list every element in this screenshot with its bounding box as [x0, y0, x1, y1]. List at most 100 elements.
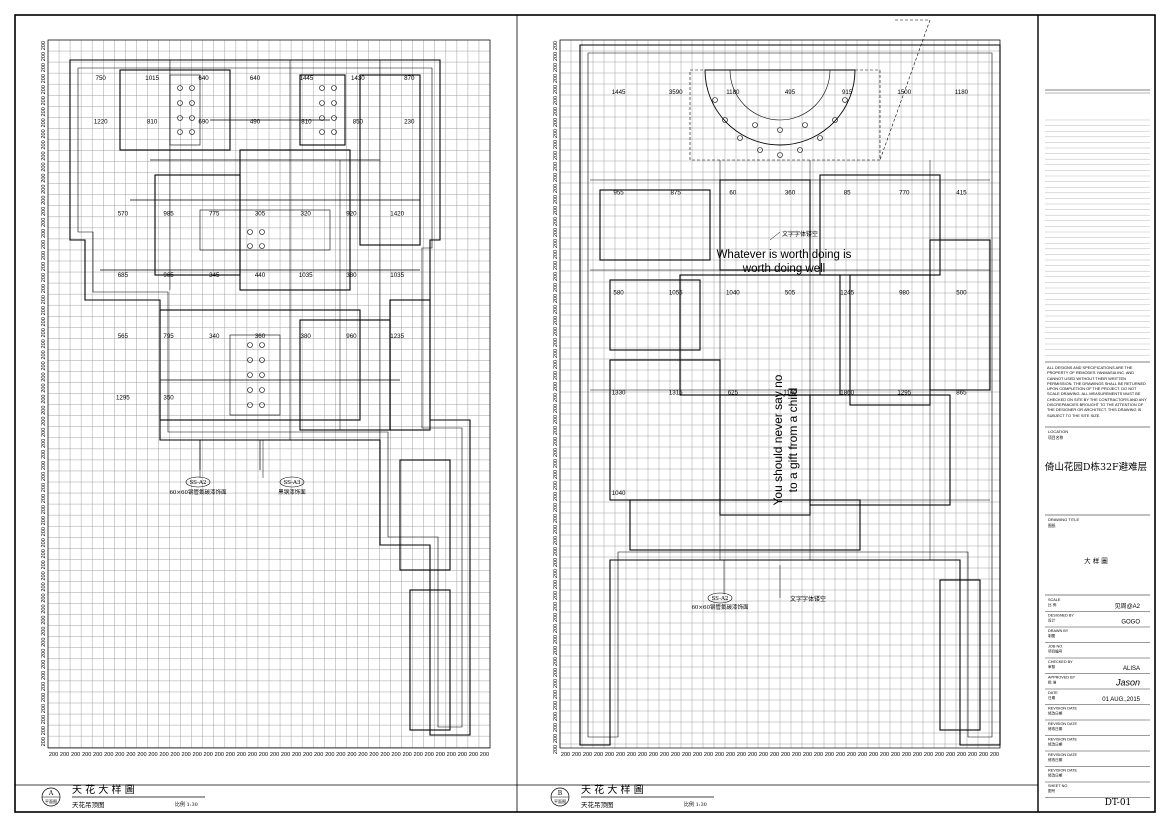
- grid-label: 200: [553, 173, 559, 182]
- callout-tag: SS-A3: [284, 480, 301, 486]
- dimension-label: 1220: [94, 118, 108, 125]
- grid-label: 200: [553, 657, 559, 666]
- title-block-row-value: GOGO: [1121, 620, 1140, 626]
- grid-label: 200: [616, 752, 625, 758]
- grid-label: 200: [553, 371, 559, 380]
- dimension-label: 350: [163, 394, 174, 401]
- grid-label: 200: [553, 184, 559, 193]
- location-label: LOCATION: [1048, 429, 1068, 434]
- grid-label: 200: [553, 206, 559, 215]
- grid-label: 200: [41, 96, 47, 105]
- grid-label: 200: [553, 283, 559, 292]
- grid-label: 200: [41, 118, 47, 127]
- dimension-label: 320: [301, 211, 312, 218]
- panel-subtitle: 天花吊顶图: [581, 800, 614, 809]
- dimension-label: 985: [163, 211, 174, 218]
- grid-label: 200: [41, 372, 47, 381]
- dimension-label: 1040: [612, 490, 626, 497]
- grid-label: 200: [41, 240, 47, 249]
- grid-label: 200: [553, 503, 559, 512]
- grid-label: 200: [436, 752, 445, 758]
- title-block-row-label: APPROVED BY: [1048, 676, 1076, 680]
- location-label-cn: 项目名称: [1048, 435, 1063, 440]
- grid-label: 200: [41, 582, 47, 591]
- grid-label: 200: [553, 52, 559, 61]
- grid-label: 200: [553, 624, 559, 633]
- grid-label: 200: [553, 261, 559, 270]
- dimension-label: 360: [255, 333, 266, 340]
- grid-label: 200: [41, 317, 47, 326]
- grid-label: 200: [159, 752, 168, 758]
- grid-label: 200: [41, 406, 47, 415]
- grid-label: 200: [553, 162, 559, 171]
- grid-label: 200: [913, 752, 922, 758]
- dimension-label: 1430: [351, 75, 365, 82]
- grid-label: 200: [553, 437, 559, 446]
- dimension-label: 1040: [726, 290, 740, 297]
- grid-label: 200: [553, 327, 559, 336]
- grid-label: 200: [41, 262, 47, 271]
- sheet-border: [14, 14, 1156, 813]
- grid-label: 200: [553, 569, 559, 578]
- grid-label: 200: [553, 393, 559, 402]
- grid-label: 200: [880, 752, 889, 758]
- grid-label: 200: [41, 361, 47, 370]
- dimension-label: 640: [198, 75, 209, 82]
- title-block-row-label: DRAWN BY: [1048, 629, 1069, 633]
- grid-label: 200: [553, 602, 559, 611]
- grid-label: 200: [41, 494, 47, 503]
- motto-text-line: You should never say no: [771, 374, 785, 505]
- grid-label: 200: [104, 752, 113, 758]
- dimension-label: 875: [671, 189, 682, 196]
- grid-label: 200: [41, 74, 47, 83]
- grid-label: 200: [41, 196, 47, 205]
- grid-label: 200: [41, 350, 47, 359]
- grid-label: 200: [869, 752, 878, 758]
- grid-label: 200: [126, 752, 135, 758]
- grid-label: 200: [347, 752, 356, 758]
- grid-label: 200: [814, 752, 823, 758]
- grid-label: 200: [583, 752, 592, 758]
- grid-label: 200: [553, 701, 559, 710]
- title-block: ALL DESIGNS AND SPECIFICATIONS ARE THE P…: [1045, 89, 1150, 808]
- callout-note: 黑钢漆饰面: [278, 488, 306, 496]
- title-block-row-label: REVISION DATE: [1048, 707, 1078, 711]
- grid-label: 200: [41, 604, 47, 613]
- grid-label: 200: [447, 752, 456, 758]
- grid-label: 200: [553, 415, 559, 424]
- grid-label: 200: [204, 752, 213, 758]
- grid-label: 200: [553, 492, 559, 501]
- grid-label: 200: [41, 207, 47, 216]
- project-name: 倚山花园D栋32F避难层: [1045, 461, 1147, 473]
- grid-label: 200: [957, 752, 966, 758]
- grid-label: 200: [41, 41, 47, 50]
- grid-label: 200: [553, 360, 559, 369]
- grid-label: 200: [41, 218, 47, 227]
- grid-label: 200: [553, 63, 559, 72]
- grid-label: 200: [41, 229, 47, 238]
- grid-label: 200: [726, 752, 735, 758]
- grid-label: 200: [41, 527, 47, 536]
- grid-label: 200: [553, 228, 559, 237]
- grid-label: 200: [41, 726, 47, 735]
- grid-label: 200: [561, 752, 570, 758]
- dimension-label: 690: [198, 118, 209, 125]
- panel-scale: 比例 1:30: [684, 801, 707, 808]
- grid-label: 200: [891, 752, 900, 758]
- grid-label: 200: [41, 571, 47, 580]
- grid-label: 200: [553, 679, 559, 688]
- grid-label: 200: [792, 752, 801, 758]
- annotation-text: 文字字体镂空: [782, 230, 818, 238]
- grid-label: 200: [553, 404, 559, 413]
- signature: Jason: [1115, 678, 1140, 688]
- callout-note: 60×60钢管氟碳漆饰面: [169, 488, 227, 496]
- grid-label: 200: [215, 752, 224, 758]
- dimension-label: 340: [209, 333, 220, 340]
- grid-label: 200: [553, 195, 559, 204]
- panel-marker-letter: B: [558, 790, 563, 797]
- grid-label: 200: [270, 752, 279, 758]
- callout-bubble: [185, 476, 211, 488]
- grid-label: 200: [924, 752, 933, 758]
- callout-bubble: [707, 592, 733, 604]
